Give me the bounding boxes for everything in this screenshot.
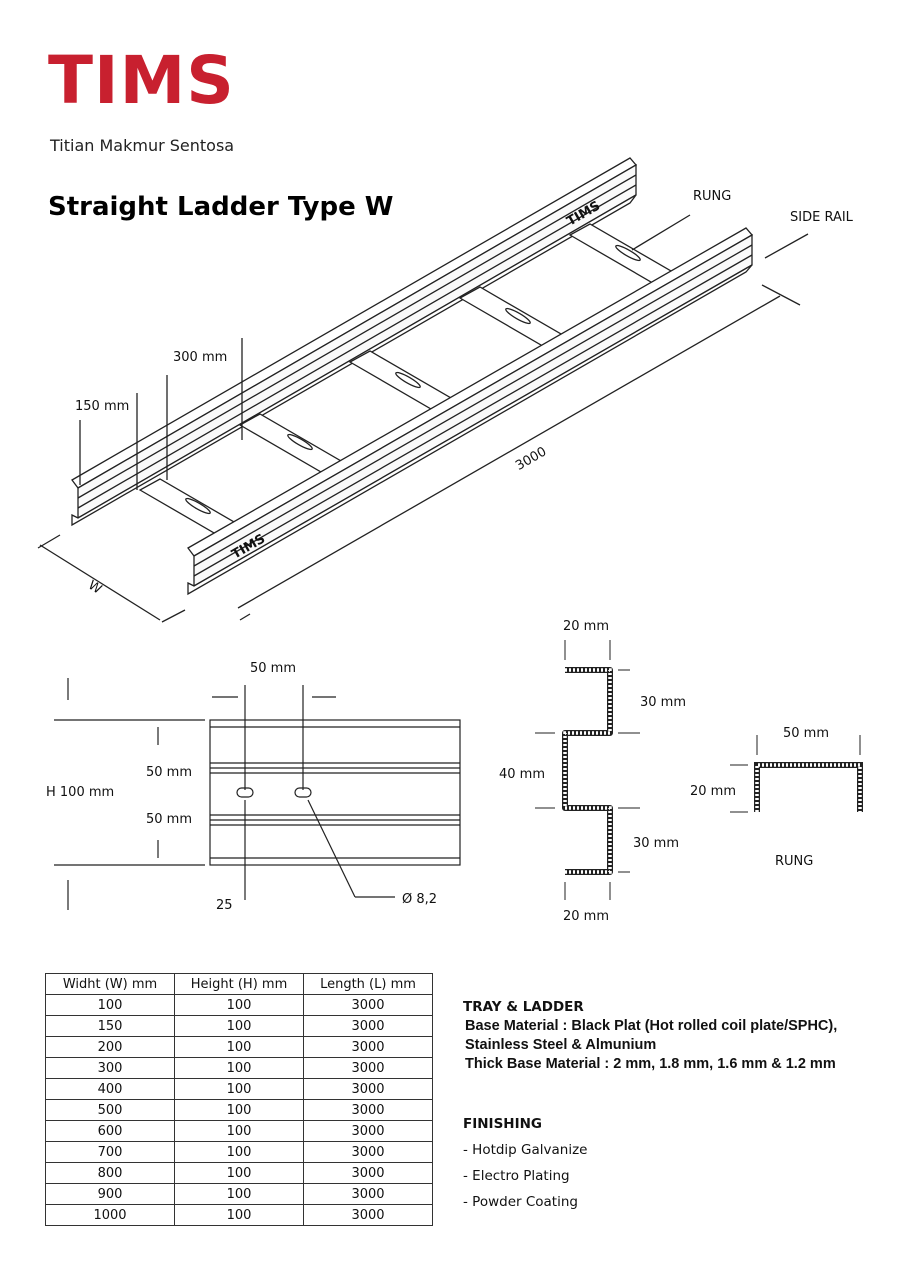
table-cell: 100 bbox=[174, 1204, 304, 1226]
table-cell: 100 bbox=[174, 1015, 304, 1037]
table-cell: 100 bbox=[174, 994, 304, 1016]
profile-lower: 30 mm bbox=[633, 836, 679, 851]
profile-bottom: 20 mm bbox=[563, 909, 609, 924]
table-cell: 100 bbox=[45, 994, 175, 1016]
table-cell: 500 bbox=[45, 1099, 175, 1121]
table-cell: 3000 bbox=[303, 994, 433, 1016]
rung-width: 50 mm bbox=[783, 726, 829, 741]
table-cell: 3000 bbox=[303, 1183, 433, 1205]
width-dim: W bbox=[85, 578, 104, 598]
dim-150: 150 mm bbox=[75, 399, 129, 414]
brand-tagline: Titian Makmur Sentosa bbox=[50, 136, 235, 155]
profile-middle: 40 mm bbox=[499, 767, 545, 782]
table-cell: 3000 bbox=[303, 1015, 433, 1037]
table-cell: 300 bbox=[45, 1057, 175, 1079]
upper-dim: 50 mm bbox=[146, 765, 192, 780]
profiles-drawing: 20 mm 30 mm 40 mm 30 mm 20 mm 50 mm 20 m… bbox=[499, 619, 863, 924]
table-cell: 400 bbox=[45, 1078, 175, 1100]
table-cell: 200 bbox=[45, 1036, 175, 1058]
finishing-item: - Powder Coating bbox=[463, 1194, 578, 1210]
dim-300: 300 mm bbox=[173, 350, 227, 365]
height-dim: H 100 mm bbox=[46, 785, 114, 800]
offset-dim: 25 bbox=[216, 898, 233, 913]
table-cell: 3000 bbox=[303, 1120, 433, 1142]
specs-heading: TRAY & LADDER bbox=[463, 999, 584, 1015]
profile-top: 20 mm bbox=[563, 619, 609, 634]
finishing-item: - Electro Plating bbox=[463, 1168, 570, 1184]
rung-profile-label: RUNG bbox=[775, 854, 813, 869]
table-cell: 3000 bbox=[303, 1204, 433, 1226]
column-header: Length (L) mm bbox=[303, 973, 433, 995]
material-specs: TRAY & LADDER Base Material : Black Plat… bbox=[463, 998, 837, 1074]
table-cell: 3000 bbox=[303, 1162, 433, 1184]
ladder-isometric-drawing: TIMS TIMS RUNG SIDE RAIL 3000 W 150 mm 3… bbox=[37, 157, 854, 623]
length-dim: 3000 bbox=[513, 444, 549, 474]
spec-line: Base Material : Black Plat (Hot rolled c… bbox=[465, 1018, 838, 1034]
table-cell: 700 bbox=[45, 1141, 175, 1163]
table-cell: 100 bbox=[174, 1099, 304, 1121]
rung-label: RUNG bbox=[693, 189, 731, 204]
page-title: Straight Ladder Type W bbox=[48, 192, 394, 222]
table-cell: 3000 bbox=[303, 1141, 433, 1163]
table-cell: 900 bbox=[45, 1183, 175, 1205]
finishing-heading: FINISHING bbox=[463, 1116, 542, 1132]
table-cell: 3000 bbox=[303, 1099, 433, 1121]
finishing-item: - Hotdip Galvanize bbox=[463, 1142, 588, 1158]
table-cell: 3000 bbox=[303, 1036, 433, 1058]
rail-side-view: 50 mm H 100 mm 50 mm 50 mm 25 Ø 8,2 bbox=[46, 661, 461, 913]
column-header: Height (H) mm bbox=[174, 973, 304, 995]
table-cell: 100 bbox=[174, 1162, 304, 1184]
spec-line: Stainless Steel & Almunium bbox=[465, 1037, 657, 1053]
table-cell: 100 bbox=[174, 1057, 304, 1079]
finishing-section: FINISHING - Hotdip Galvanize - Electro P… bbox=[463, 1111, 588, 1215]
table-cell: 800 bbox=[45, 1162, 175, 1184]
table-cell: 100 bbox=[174, 1078, 304, 1100]
spec-line: Thick Base Material : 2 mm, 1.8 mm, 1.6 … bbox=[465, 1056, 836, 1072]
lower-dim: 50 mm bbox=[146, 812, 192, 827]
table-cell: 100 bbox=[174, 1120, 304, 1142]
table-cell: 3000 bbox=[303, 1057, 433, 1079]
table-cell: 100 bbox=[174, 1183, 304, 1205]
table-cell: 100 bbox=[174, 1141, 304, 1163]
side-rail-label: SIDE RAIL bbox=[790, 210, 854, 225]
column-header: Widht (W) mm bbox=[45, 973, 175, 995]
table-cell: 1000 bbox=[45, 1204, 175, 1226]
table-cell: 3000 bbox=[303, 1078, 433, 1100]
rung-height: 20 mm bbox=[690, 784, 736, 799]
top-dim: 50 mm bbox=[250, 661, 296, 676]
table-cell: 150 bbox=[45, 1015, 175, 1037]
hole-dim: Ø 8,2 bbox=[402, 892, 437, 907]
table-cell: 100 bbox=[174, 1036, 304, 1058]
rungs bbox=[138, 223, 692, 549]
brand-logo: TIMS bbox=[48, 42, 235, 119]
profile-upper: 30 mm bbox=[640, 695, 686, 710]
table-cell: 600 bbox=[45, 1120, 175, 1142]
